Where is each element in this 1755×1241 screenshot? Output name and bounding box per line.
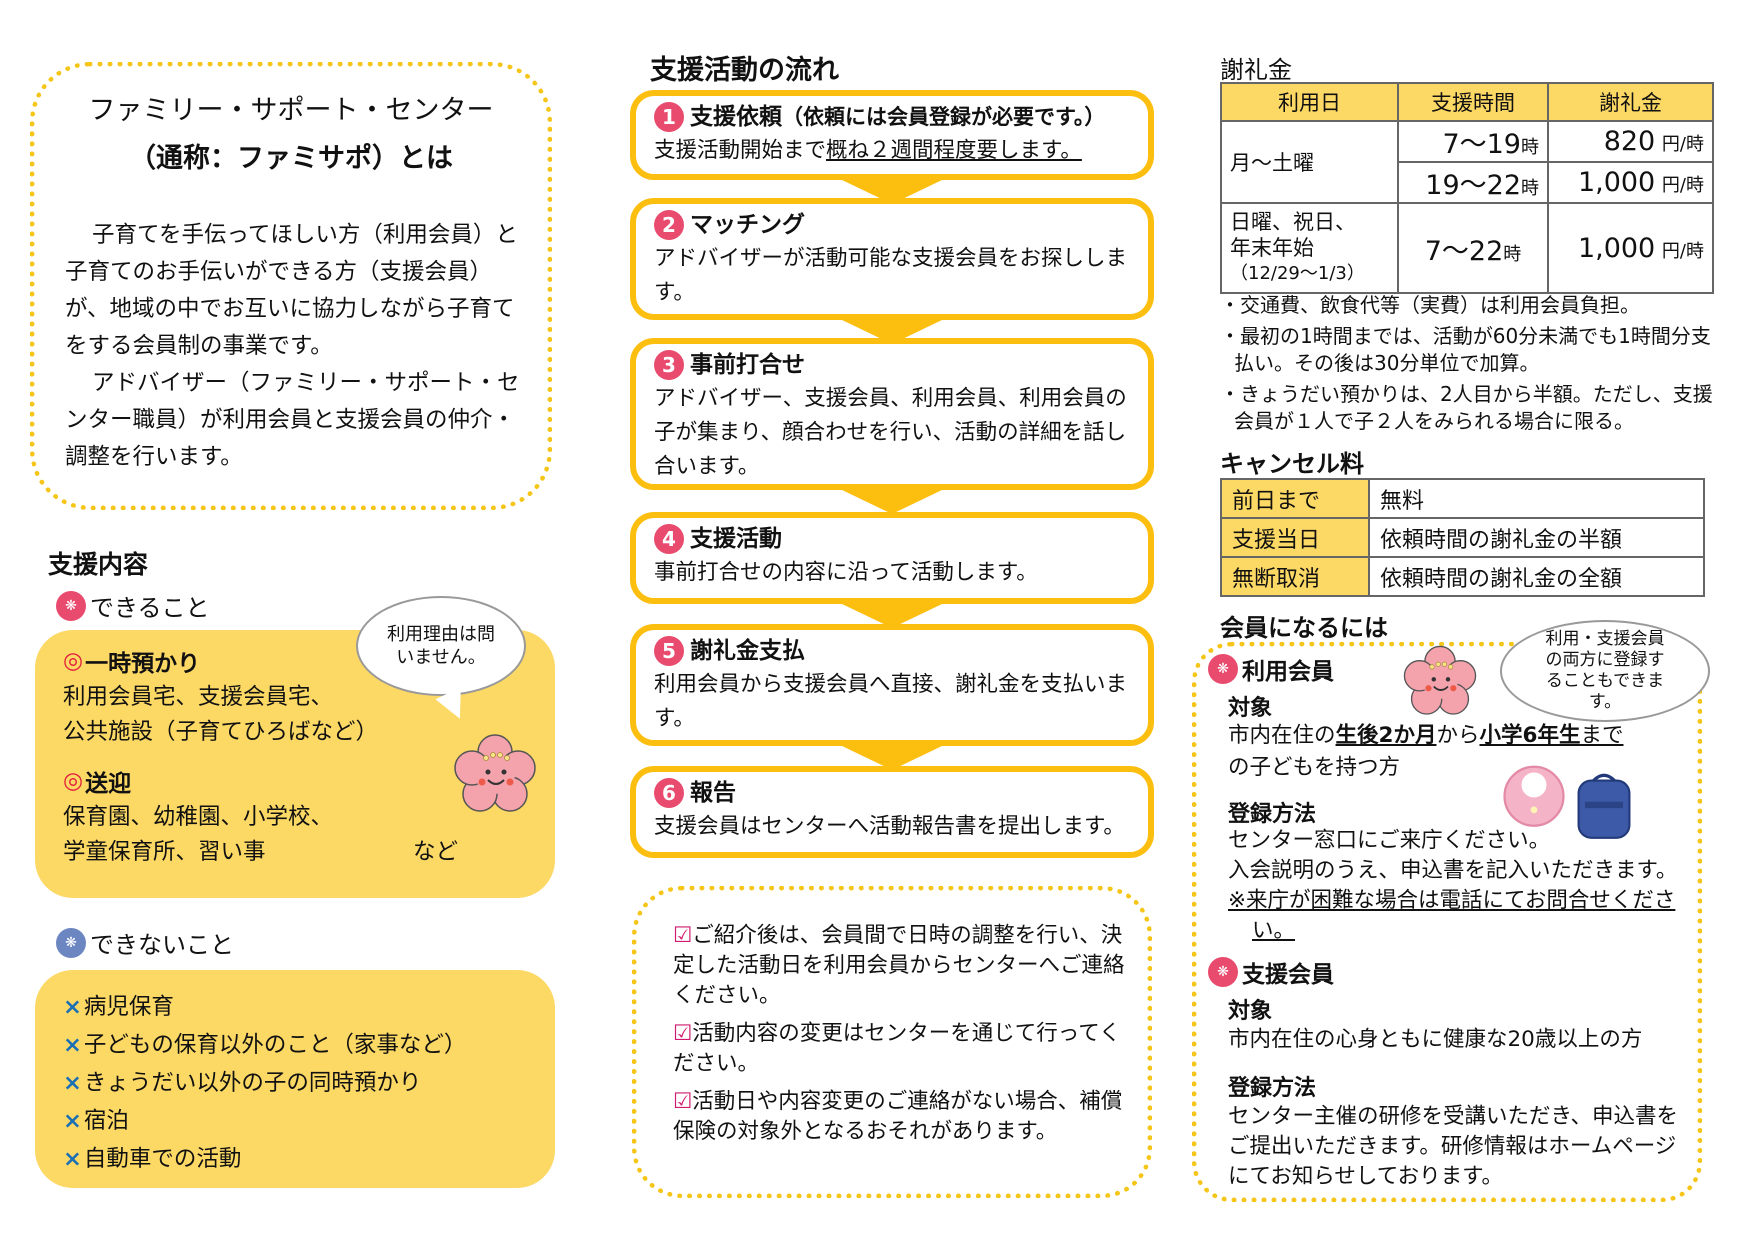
cancel-value: 無料 [1368, 478, 1705, 519]
cross-icon: × [63, 1108, 82, 1134]
cancel-label: 前日まで [1220, 478, 1370, 519]
double-circle-icon: ◎ [63, 768, 84, 794]
fee-heading: 謝礼金 [1220, 56, 1292, 84]
school-backpack-icon [1577, 773, 1631, 839]
fee-amount-cell: 1,000 円/時 [1547, 161, 1714, 204]
intro-body: 子育てを手伝ってほしい方（利用会員）と子育てのお手伝いができる方（支援会員）が、… [65, 217, 527, 476]
user-target-label: 対象 [1228, 696, 1273, 721]
flow-step-3: 3 事前打合せ アドバイザー、支援会員、利用会員、利用会員の子が集まり、顔合わせ… [630, 338, 1154, 490]
checkbox-checked-icon: ☑ [673, 1089, 693, 1114]
baby-bib-icon [1503, 765, 1565, 827]
fee-amount-cell: 1,000 円/時 [1547, 202, 1714, 294]
can-item-title: ◎ 送迎 [63, 768, 132, 797]
checkbox-checked-icon: ☑ [673, 1021, 693, 1046]
plum-flower-pink-icon: ❋ [1208, 654, 1238, 684]
plum-flower-blue-icon: ❋ [56, 927, 86, 958]
support-target-label: 対象 [1228, 999, 1273, 1024]
double-circle-icon: ◎ [63, 648, 84, 674]
plum-mascot-icon [454, 734, 536, 812]
support-register-label: 登録方法 [1228, 1076, 1317, 1101]
cross-icon: × [63, 994, 82, 1020]
can-heading-text: できること [90, 594, 210, 622]
cannot-heading-text: できないこと [90, 931, 234, 959]
step-number-icon: 1 [654, 102, 684, 132]
cannot-item: ×病児保育 [63, 994, 174, 1020]
flow-step-5: 5 謝礼金支払 利用会員から支援会員へ直接、謝礼金を支払います。 [630, 624, 1154, 746]
membership-heading: 会員になるには [1220, 614, 1388, 642]
flow-note: ☑活動日や内容変更のご連絡がない場合、補償保険の対象外となるおそれがあります。 [673, 1089, 1123, 1144]
user-register-text: センター窓口にご来庁ください。 入会説明のうえ、申込書を記入いただきます。 ※来… [1228, 828, 1678, 943]
step-number-icon: 2 [654, 210, 684, 240]
cancel-heading: キャンセル料 [1220, 450, 1364, 478]
cannot-item: ×自動車での活動 [63, 1146, 242, 1172]
flow-step-2: 2 マッチング アドバイザーが活動可能な支援会員をお探しします。 [630, 198, 1154, 320]
intro-paragraph-1: 子育てを手伝ってほしい方（利用会員）と子育てのお手伝いができる方（支援会員）が、… [65, 222, 518, 359]
cross-icon: × [63, 1032, 82, 1058]
fee-time-cell: 7～22時 [1397, 202, 1549, 294]
speech-bubble: 利用・支援会員の両方に登録することもできます。 [1500, 620, 1710, 722]
cancel-table: 前日まで無料 支援当日依頼時間の謝礼金の半額 無断取消依頼時間の謝礼金の全額 [1220, 478, 1705, 597]
speech-bubble: 利用理由は問いません。 [356, 596, 526, 696]
cancel-value: 依頼時間の謝礼金の全額 [1368, 556, 1705, 597]
cannot-list: ×病児保育 ×子どもの保育以外のこと（家事など） ×きょうだい以外の子の同時預か… [63, 988, 466, 1178]
user-register-label: 登録方法 [1228, 802, 1317, 827]
flow-arrow-icon [842, 490, 942, 514]
intro-paragraph-2: アドバイザー（ファミリー・サポート・センター職員）が利用会員と支援会員の仲介・調… [65, 370, 520, 470]
can-item-title: ◎ 一時預かり [63, 648, 201, 677]
cannot-item: ×きょうだい以外の子の同時預かり [63, 1070, 422, 1096]
cross-icon: × [63, 1146, 82, 1172]
step-number-icon: 4 [654, 524, 684, 554]
flow-step-6: 6 報告 支援会員はセンターへ活動報告書を提出します。 [630, 766, 1154, 858]
support-content-heading: 支援内容 [48, 550, 149, 579]
flow-notes-box: ☑ご紹介後は、会員間で日時の調整を行い、決定した活動日を利用会員からセンターへご… [632, 886, 1152, 1198]
cancel-label: 無断取消 [1220, 556, 1370, 597]
can-item-text: 保育園、幼稚園、小学校、 学童保育所、習い事 [63, 804, 334, 865]
cancel-label: 支援当日 [1220, 517, 1370, 558]
flow-note: ☑活動内容の変更はセンターを通じて行ってください。 [673, 1021, 1121, 1076]
user-target-text: 市内在住の生後2か月から小学6年生まで の子どもを持つ方 [1228, 723, 1624, 780]
step-number-icon: 6 [654, 778, 684, 808]
can-heading: ❋ できること [56, 588, 210, 623]
cross-icon: × [63, 1070, 82, 1096]
cannot-item: ×宿泊 [63, 1108, 129, 1134]
plum-mascot-icon [1403, 645, 1477, 715]
plum-flower-pink-icon: ❋ [1208, 957, 1238, 987]
fee-amount-cell: 820 円/時 [1547, 120, 1714, 163]
cannot-item: ×子どもの保育以外のこと（家事など） [63, 1032, 467, 1058]
fee-notes: ・交通費、飲食代等（実費）は利用会員負担。 ・最初の1時間までは、活動が60分未… [1220, 293, 1713, 433]
fee-day-cell: 日曜、祝日、 年末年始 （12/29～1/3） [1220, 202, 1399, 294]
fee-col-header: 支援時間 [1397, 82, 1549, 122]
support-target-text: 市内在住の心身ともに健康な20歳以上の方 [1228, 1027, 1643, 1052]
step-number-icon: 3 [654, 350, 684, 380]
plum-flower-pink-icon: ❋ [56, 590, 86, 621]
cannot-heading: ❋ できないこと [56, 925, 234, 960]
fee-col-header: 謝礼金 [1547, 82, 1714, 122]
can-item-text: 利用会員宅、支援会員宅、 公共施設（子育てひろばなど） [63, 684, 379, 745]
flow-note: ☑ご紹介後は、会員間で日時の調整を行い、決定した活動日を利用会員からセンターへご… [673, 923, 1125, 1008]
user-member-heading: ❋ 利用会員 [1208, 652, 1334, 686]
step-number-icon: 5 [654, 636, 684, 666]
can-item-suffix: など [413, 839, 459, 865]
checkbox-checked-icon: ☑ [673, 923, 693, 948]
flow-step-4: 4 支援活動 事前打合せの内容に沿って活動します。 [630, 512, 1154, 604]
intro-title-line2: （通称：ファミサポ）とは [129, 143, 453, 174]
support-member-heading: ❋ 支援会員 [1208, 955, 1334, 989]
fee-time-cell: 7～19時 [1397, 120, 1549, 163]
support-register-text: センター主催の研修を受講いただき、申込書をご提出いただきます。研修情報はホームペ… [1228, 1104, 1678, 1189]
flow-step-1: 1 支援依頼（依頼には会員登録が必要です。） 支援活動開始まで概ね２週間程度要し… [630, 90, 1154, 180]
intro-title-line1: ファミリー・サポート・センター [88, 95, 494, 126]
fee-col-header: 利用日 [1220, 82, 1399, 122]
fee-time-cell: 19～22時 [1397, 161, 1549, 204]
intro-box: ファミリー・サポート・センター （通称：ファミサポ）とは 子育てを手伝ってほしい… [30, 62, 552, 510]
cancel-value: 依頼時間の謝礼金の半額 [1368, 517, 1705, 558]
flow-heading: 支援活動の流れ [650, 55, 839, 86]
membership-box [1192, 642, 1702, 1202]
cannot-box: ×病児保育 ×子どもの保育以外のこと（家事など） ×きょうだい以外の子の同時預か… [35, 970, 555, 1188]
fee-day-cell: 月～土曜 [1220, 120, 1399, 204]
fee-table: 利用日 支援時間 謝礼金 月～土曜 7～19時 820 円/時 19～22時 1… [1220, 82, 1714, 294]
